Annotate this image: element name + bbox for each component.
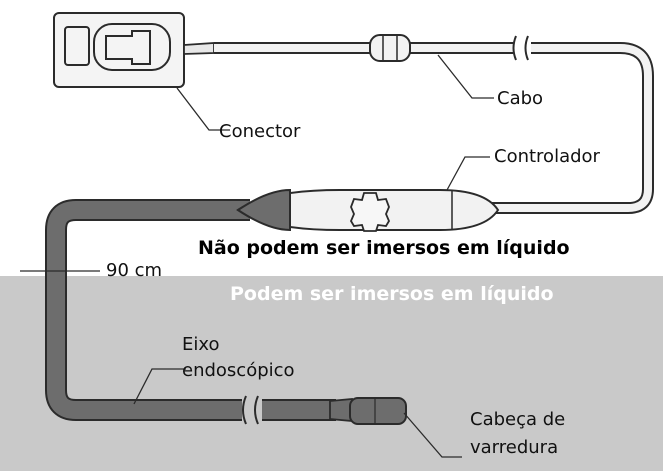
leader-cable <box>437 54 494 99</box>
not-immersible-caption: Não podem ser imersos em líquido <box>198 237 570 259</box>
length-label: 90 cm <box>106 260 163 281</box>
cable <box>214 34 654 214</box>
scan-head <box>329 397 407 425</box>
immersible-caption: Podem ser imersos em líquido <box>230 283 554 305</box>
controller-label: Controlador <box>494 146 600 167</box>
scan-head-label-line1: Cabeça de <box>470 409 566 430</box>
immersion-zone-band <box>0 276 663 471</box>
shaft-label-line2: endoscópico <box>182 360 295 381</box>
leader-lines <box>20 54 494 458</box>
leader-head <box>403 412 462 458</box>
shaft-label-line1: Eixo <box>182 334 220 355</box>
leader-shaft <box>133 368 186 405</box>
leader-connector <box>176 87 230 131</box>
endoscopic-shaft <box>45 199 336 425</box>
connector <box>53 12 215 88</box>
scan-head-label-line2: varredura <box>470 437 559 458</box>
connector-label: Conector <box>219 121 301 142</box>
cable-label: Cabo <box>497 88 544 109</box>
controller <box>236 188 500 232</box>
leader-controller <box>446 156 490 191</box>
